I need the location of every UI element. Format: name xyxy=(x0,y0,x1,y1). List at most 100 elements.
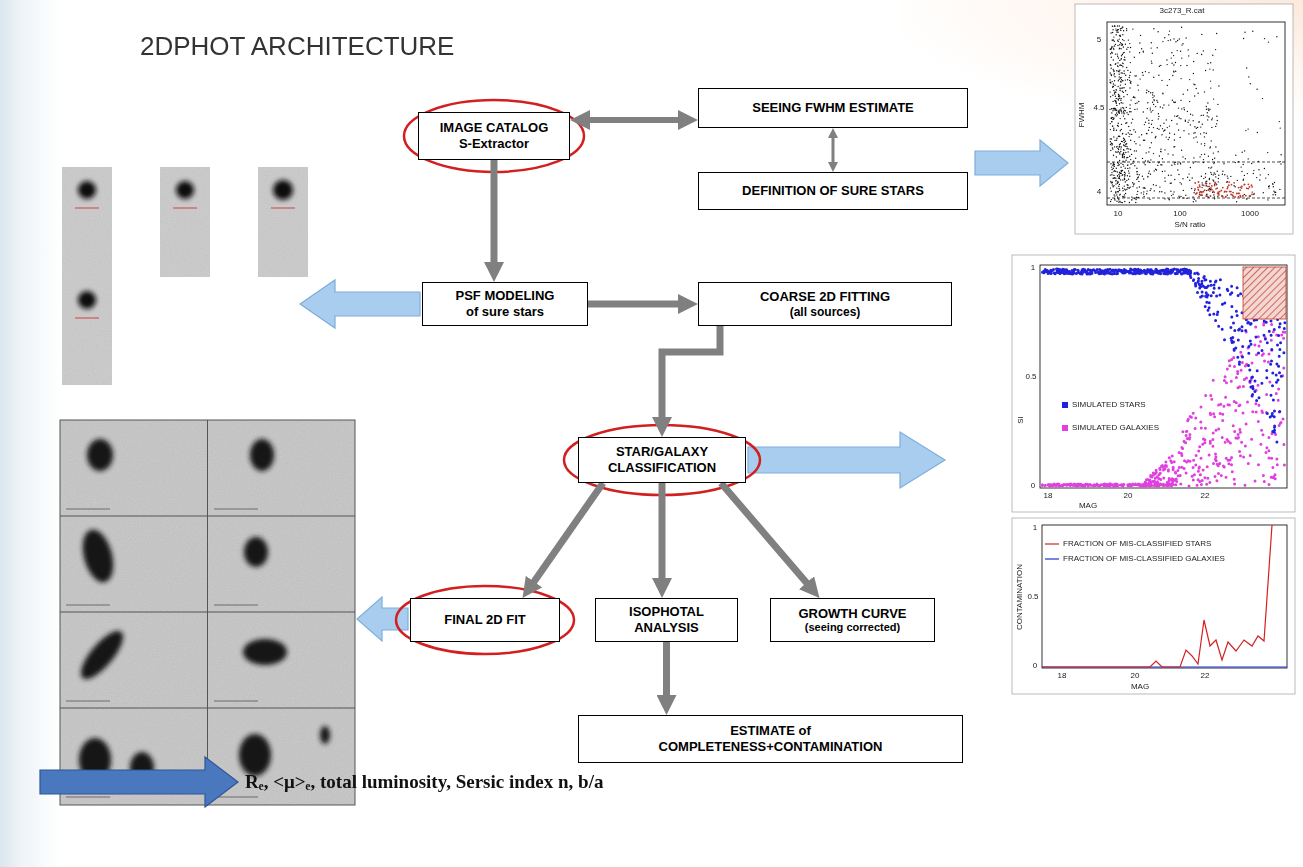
block-arrows-part xyxy=(357,597,408,641)
galaxy-thumbnails-part xyxy=(60,420,355,805)
star-thumbnails-part xyxy=(78,181,96,199)
star-thumbnails-part xyxy=(78,291,96,309)
legend-text: FRACTION OF MIS-CLASSIFIED GALAXIES xyxy=(1063,555,1225,563)
galaxy-thumbnails-part-part xyxy=(66,509,110,510)
star-thumbnails-part xyxy=(176,181,194,199)
galaxy-thumbnails-part xyxy=(74,439,330,784)
box-label: DEFINITION OF SURE STARS xyxy=(742,183,924,199)
contamination-plot-part xyxy=(1042,525,1287,668)
star-thumbnails-part xyxy=(62,167,112,277)
fwhm-plot-part xyxy=(1075,4,1293,234)
galaxy-thumbnails-part-part xyxy=(87,439,113,471)
galaxy-thumbnails-part-part xyxy=(74,625,129,685)
star-thumbnails-part xyxy=(258,167,308,277)
axis-label: 22 xyxy=(1201,672,1210,680)
si-plot-part xyxy=(1042,304,1285,486)
box-label: SEEING FWHM ESTIMATE xyxy=(752,100,914,116)
box-sublabel: of sure stars xyxy=(466,304,544,320)
flow-arrow xyxy=(832,136,835,164)
axis-label: MAG xyxy=(1079,502,1097,510)
star-thumbnails-part xyxy=(75,208,99,209)
galaxy-thumbnails-part-part xyxy=(244,537,268,567)
axis-label: FWHM xyxy=(1078,103,1086,128)
axis-label: 22 xyxy=(1201,492,1210,500)
galaxy-thumbnails-part-part xyxy=(243,639,287,665)
output-parameters: Rₑ, <μ>ₑ, total luminosity, Sersic index… xyxy=(245,771,603,793)
galaxy-thumbnails-part-part xyxy=(250,439,274,471)
box-label: GROWTH CURVE xyxy=(798,606,906,622)
legend-text: FRACTION OF MIS-CLASSIFIED STARS xyxy=(1063,540,1211,548)
process-box: COARSE 2D FITTING(all sources) xyxy=(698,282,952,326)
star-thumbnails-part xyxy=(75,318,99,319)
flow-arrow xyxy=(662,326,720,421)
block-arrows xyxy=(40,140,1068,807)
galaxy-thumbnails-part-part xyxy=(214,797,258,798)
box-label: COARSE 2D FITTING xyxy=(760,289,890,305)
axis-label: SI xyxy=(1017,416,1025,424)
block-arrows-part xyxy=(40,757,238,807)
axis-label: 100 xyxy=(1173,210,1186,218)
axis-label: 18 xyxy=(1044,492,1053,500)
flow-arrow xyxy=(659,483,666,582)
legend-line-sample xyxy=(1045,558,1059,559)
process-box: STAR/GALAXY CLASSIFICATION xyxy=(578,437,746,483)
box-sublabel: (all sources) xyxy=(790,305,861,319)
box-label: ESTIMATE of COMPLETENESS+CONTAMINATION xyxy=(641,723,901,754)
legend-text: SIMULATED STARS xyxy=(1072,401,1146,409)
star-thumbnails-part xyxy=(173,208,197,209)
box-label: PSF MODELING xyxy=(456,288,555,304)
axis-label: 4 xyxy=(1097,188,1101,196)
flow-arrow xyxy=(588,301,682,308)
slide-edge xyxy=(0,0,60,867)
star-thumbnails-part xyxy=(62,277,112,385)
galaxy-thumbnails-part-part xyxy=(239,734,271,776)
axis-label: 0 xyxy=(1031,482,1035,490)
legend-swatch xyxy=(1062,402,1068,408)
axis-label: 1 xyxy=(1031,264,1035,272)
star-thumbnails-part xyxy=(160,167,210,277)
galaxy-thumbnails-part-part xyxy=(66,605,110,606)
star-thumbnails-part xyxy=(271,208,295,209)
process-box: FINAL 2D FIT xyxy=(410,598,560,642)
contamination-plot-part xyxy=(1042,525,1272,667)
process-box: PSF MODELINGof sure stars xyxy=(422,282,588,326)
fwhm-plot-part xyxy=(1110,26,1281,203)
star-thumbnails-part xyxy=(62,277,112,385)
axis-label: 20 xyxy=(1124,492,1133,500)
axis-label: 10 xyxy=(1114,210,1123,218)
axis-label: 4.5 xyxy=(1093,104,1104,112)
box-label: FINAL 2D FIT xyxy=(444,612,525,628)
star-thumbnails xyxy=(62,167,308,385)
star-thumbnails-part xyxy=(258,167,308,277)
axis-label: 0.5 xyxy=(1027,593,1038,601)
axis-label: S/N ratio xyxy=(1174,221,1205,229)
axis-label: 1 xyxy=(1033,524,1037,532)
galaxy-thumbnails-part-part xyxy=(214,605,258,606)
box-label: ISOPHOTAL ANALYSIS xyxy=(604,604,729,635)
axis-label: MAG xyxy=(1131,683,1149,691)
contamination-plot xyxy=(1012,518,1295,694)
galaxy-thumbnails-part-part xyxy=(214,509,258,510)
contamination-plot-part xyxy=(1012,518,1295,694)
fwhm-plot-part xyxy=(1107,22,1285,205)
axis-label: 0 xyxy=(1033,662,1037,670)
highlight-ellipse xyxy=(396,586,574,654)
legend-line-sample xyxy=(1045,543,1059,544)
flow-arrow xyxy=(721,483,809,586)
galaxy-thumbnails-part-part xyxy=(60,612,355,613)
flow-arrow xyxy=(586,117,682,123)
box-label: STAR/GALAXY CLASSIFICATION xyxy=(587,444,737,475)
star-thumbnails-part xyxy=(62,167,112,277)
fwhm-plot xyxy=(1075,4,1293,234)
block-arrows-part xyxy=(300,280,420,328)
axis-label: 3c273_R.cat xyxy=(1160,7,1205,15)
galaxy-thumbnails xyxy=(60,420,355,805)
galaxy-thumbnails-part xyxy=(60,420,355,805)
box-sublabel: (seeing corrected) xyxy=(805,621,900,634)
fwhm-plot-part xyxy=(1195,182,1254,197)
axis-label: 20 xyxy=(1131,672,1140,680)
galaxy-thumbnails-part-part xyxy=(60,708,355,709)
process-box: SEEING FWHM ESTIMATE xyxy=(698,88,968,128)
galaxy-thumbnails-part-part xyxy=(66,797,110,798)
